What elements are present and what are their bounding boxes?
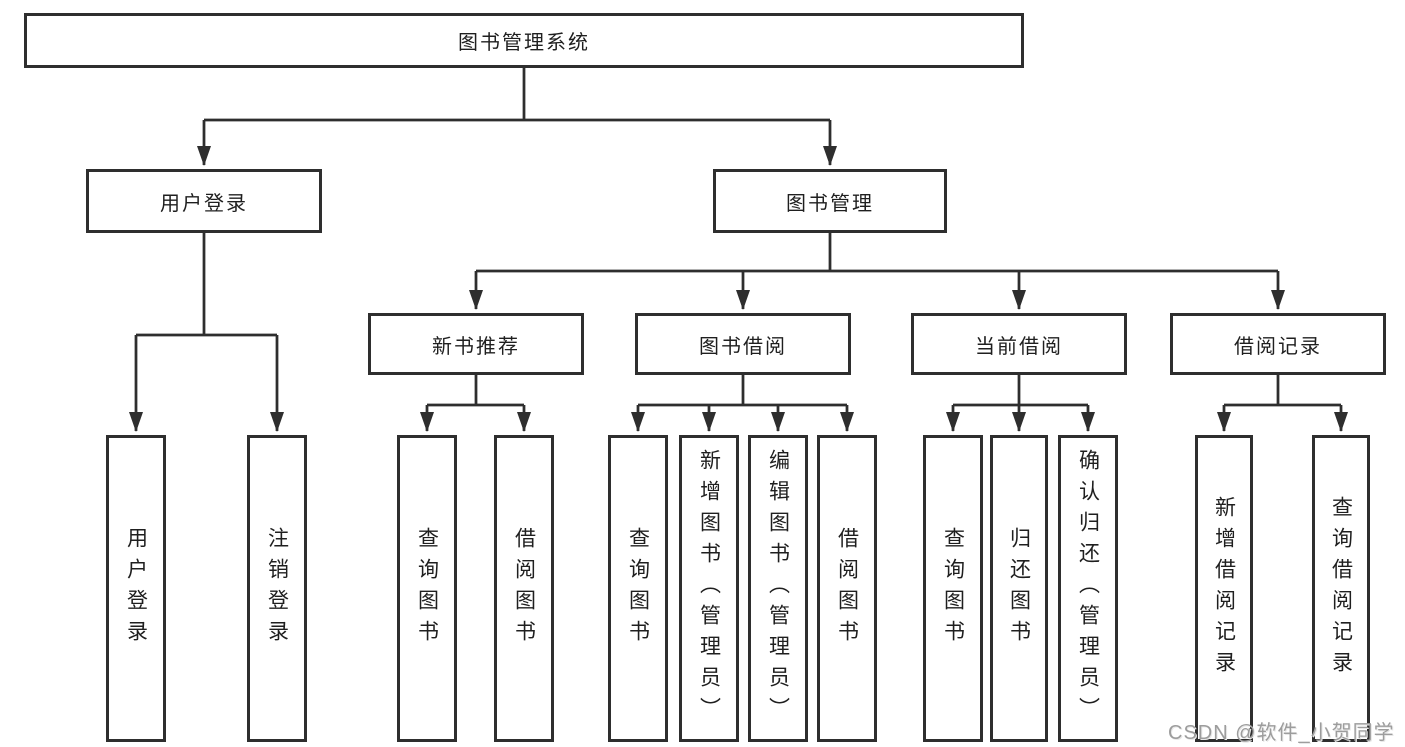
leaf-label: 编辑图书（管理员） (766, 449, 790, 728)
node-label: 新书推荐 (432, 335, 520, 358)
leaf-confirm-return-admin: 确认归还（管理员） (1058, 435, 1118, 742)
node-label: 用户登录 (160, 192, 248, 215)
leaf-label: 注销登录 (265, 526, 289, 651)
node-book-management: 图书管理 (713, 169, 947, 233)
watermark: CSDN @软件_小贺同学 (1168, 722, 1395, 744)
node-user-login: 用户登录 (86, 169, 322, 233)
leaf-label: 确认归还（管理员） (1076, 449, 1100, 728)
leaf-query-books-borrow: 查询图书 (608, 435, 668, 742)
leaf-logout: 注销登录 (247, 435, 307, 742)
leaf-query-books-current: 查询图书 (923, 435, 983, 742)
leaf-label: 查询图书 (941, 526, 965, 651)
node-book-borrow: 图书借阅 (635, 313, 851, 375)
node-label: 图书管理系统 (458, 32, 590, 54)
leaf-edit-books-admin: 编辑图书（管理员） (748, 435, 808, 742)
leaf-label: 新增借阅记录 (1212, 495, 1236, 682)
node-borrow-records: 借阅记录 (1170, 313, 1386, 375)
node-label: 图书管理 (786, 192, 874, 215)
leaf-query-books-recommend: 查询图书 (397, 435, 457, 742)
leaf-add-books-admin: 新增图书（管理员） (679, 435, 739, 742)
leaf-user-login: 用户登录 (106, 435, 166, 742)
node-root-system: 图书管理系统 (24, 13, 1024, 68)
leaf-borrow-books-recommend: 借阅图书 (494, 435, 554, 742)
leaf-return-books: 归还图书 (990, 435, 1048, 742)
node-label: 当前借阅 (975, 335, 1063, 358)
node-label: 图书借阅 (699, 335, 787, 358)
leaf-label: 查询图书 (415, 526, 439, 651)
leaf-label: 新增图书（管理员） (697, 449, 721, 728)
leaf-borrow-books: 借阅图书 (817, 435, 877, 742)
leaf-label: 查询图书 (626, 526, 650, 651)
node-current-borrow: 当前借阅 (911, 313, 1127, 375)
leaf-label: 归还图书 (1007, 526, 1031, 651)
leaf-label: 用户登录 (124, 526, 148, 651)
leaf-label: 借阅图书 (512, 526, 536, 651)
leaf-label: 查询借阅记录 (1329, 495, 1353, 682)
node-label: 借阅记录 (1234, 335, 1322, 358)
leaf-query-borrow-record: 查询借阅记录 (1312, 435, 1370, 742)
node-new-book-recommend: 新书推荐 (368, 313, 584, 375)
leaf-add-borrow-record: 新增借阅记录 (1195, 435, 1253, 742)
leaf-label: 借阅图书 (835, 526, 859, 651)
